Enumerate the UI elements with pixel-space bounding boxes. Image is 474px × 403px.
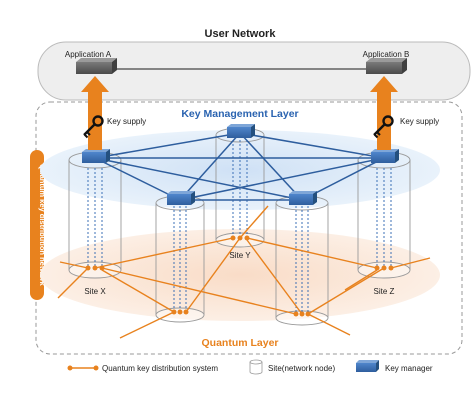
application-b-box (366, 58, 407, 74)
key-icon (83, 115, 104, 139)
quantum-links (57, 205, 431, 339)
quantum-layer-label: Quantum Layer (201, 337, 278, 349)
application-a-box (76, 58, 117, 74)
key-manager-lower-right (289, 191, 317, 205)
legend-key-manager: Key manager (356, 360, 433, 373)
key-manager-site-x (82, 149, 110, 163)
user-network-title: User Network (205, 28, 277, 40)
legend-key-manager-label: Key manager (385, 364, 433, 373)
key-managers (82, 124, 399, 205)
legend-site-label: Site(network node) (268, 364, 335, 373)
quantum-nodes (85, 235, 394, 317)
key-supply-arrow-left (81, 76, 109, 150)
key-supply-label-right: Key supply (400, 117, 439, 126)
key-management-layer-label: Key Management Layer (181, 108, 298, 120)
quantum-layer-ellipse (40, 229, 440, 321)
legend-site: Site(network node) (249, 359, 335, 375)
application-a-label: Application A (65, 50, 112, 59)
qkd-network-side-label: Quantum key distribution network (30, 150, 47, 300)
application-b-label: Application B (363, 50, 410, 59)
user-network-panel: User Network Application A Application B (37, 28, 471, 101)
key-manager-site-y (227, 124, 255, 138)
svg-text:Quantum key distribution netwo: Quantum key distribution network (38, 164, 47, 287)
legend-qkd-system: Quantum key distribution system (67, 364, 218, 373)
key-supply-label-left: Key supply (107, 117, 146, 126)
site-x-label: Site X (84, 287, 106, 296)
legend: Quantum key distribution system Site(net… (67, 359, 433, 375)
legend-qkd-system-label: Quantum key distribution system (102, 364, 218, 373)
key-icon (373, 115, 394, 139)
key-manager-site-z (371, 149, 399, 163)
key-delivery-dotted-links (87, 140, 392, 312)
site-z-label: Site Z (374, 287, 395, 296)
key-manager-lower-left (167, 191, 195, 205)
site-y-label: Site Y (229, 251, 251, 260)
